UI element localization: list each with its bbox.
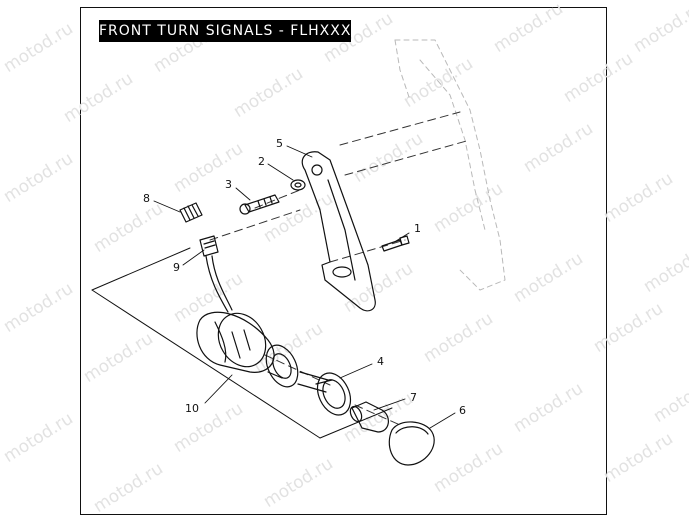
screw-1: [381, 235, 410, 252]
callout-7: 7: [410, 391, 417, 404]
callout-6: 6: [459, 404, 466, 417]
connector-9: [199, 235, 233, 313]
bolt-3: [239, 194, 280, 215]
lamp-socket: [265, 344, 299, 388]
lens-6: [388, 421, 435, 466]
diagram-title: FRONT TURN SIGNALS - FLHXXX: [99, 20, 351, 42]
callout-1: 1: [414, 222, 421, 235]
bulb-7: [349, 401, 389, 433]
callout-8: 8: [143, 192, 150, 205]
group-box-lines: [91, 247, 393, 439]
fairing-outline: [394, 39, 506, 291]
callout-5: 5: [276, 137, 283, 150]
gasket-4: [297, 371, 352, 416]
mounting-bracket: [301, 151, 376, 312]
diagram-frame: [80, 7, 607, 515]
leader-lines: [153, 145, 456, 429]
washer-2: [290, 179, 306, 191]
callout-4: 4: [377, 355, 384, 368]
lamp-housing-10: [196, 311, 275, 373]
callout-3: 3: [225, 178, 232, 191]
callout-labels: 1 2 3 4 5 6 7 8 9 10: [143, 137, 466, 417]
callout-2: 2: [258, 155, 265, 168]
callout-9: 9: [173, 261, 180, 274]
grommet-8: [179, 202, 203, 223]
callout-10: 10: [185, 402, 199, 415]
